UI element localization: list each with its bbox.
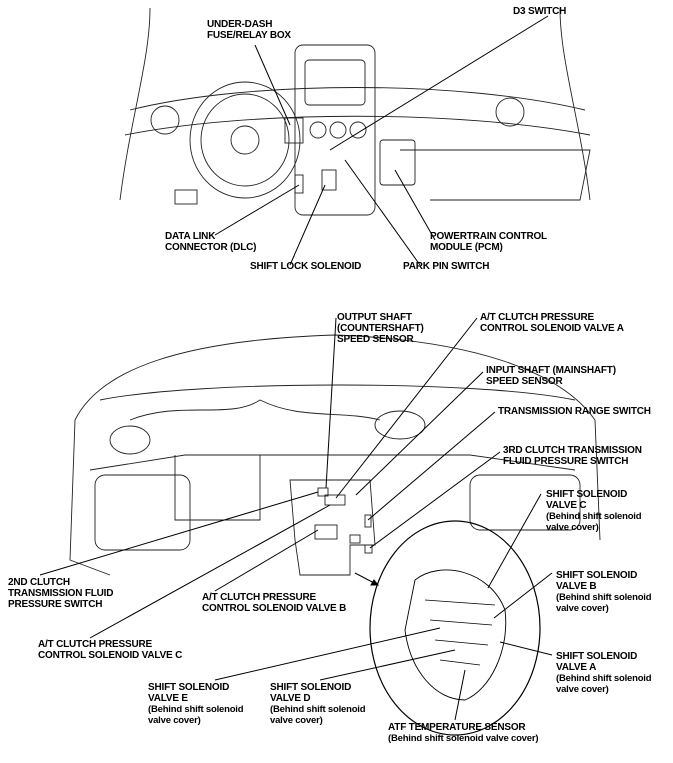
label-line: SHIFT SOLENOID [546,489,628,500]
label-park-pin-switch: PARK PIN SWITCH [403,261,489,272]
label-line: OUTPUT SHAFT [337,312,412,323]
label-line: ATF TEMPERATURE SENSOR [388,722,526,733]
label-line: 3RD CLUTCH TRANSMISSION [503,445,642,456]
label-shift-solenoid-c: SHIFT SOLENOID VALVE C (Behind shift sol… [546,489,642,533]
label-line: PRESSURE SWITCH [8,599,103,610]
label-shift-solenoid-a: SHIFT SOLENOID VALVE A (Behind shift sol… [556,651,652,695]
label-shift-solenoid-d: SHIFT SOLENOID VALVE D (Behind shift sol… [270,682,366,726]
label-line: UNDER-DASH [207,19,273,30]
label-note: (Behind shift solenoid [556,673,652,684]
label-line: (COUNTERSHAFT) [337,323,424,334]
label-line: A/T CLUTCH PRESSURE [480,312,594,323]
detail-inset [354,520,541,736]
dashboard-leader-lines [214,15,549,266]
label-line: PARK PIN SWITCH [403,261,490,272]
label-line: VALVE C [546,500,587,511]
label-line: A/T CLUTCH PRESSURE [202,592,316,603]
label-2nd-clutch-pressure-switch: 2ND CLUTCH TRANSMISSION FLUID PRESSURE S… [8,577,113,610]
label-note: valve cover) [148,715,201,726]
label-line: FUSE/RELAY BOX [207,30,291,41]
label-line: POWERTRAIN CONTROL [430,231,547,242]
label-line: VALVE E [148,693,188,704]
label-note: valve cover) [546,522,599,533]
label-line: SPEED SENSOR [337,334,414,345]
label-note: (Behind shift solenoid valve cover) [388,733,539,744]
label-pcm: POWERTRAIN CONTROL MODULE (PCM) [430,231,547,253]
label-note: (Behind shift solenoid [546,511,642,522]
label-line: MODULE (PCM) [430,242,503,253]
label-line: DATA LINK [165,231,216,242]
label-line: SHIFT SOLENOID [556,570,638,581]
label-line: CONTROL SOLENOID VALVE C [38,650,183,661]
label-line: CONTROL SOLENOID VALVE A [480,323,624,334]
label-pressure-control-valve-b: A/T CLUTCH PRESSURE CONTROL SOLENOID VAL… [202,592,346,614]
label-note: (Behind shift solenoid [148,704,244,715]
label-data-link-connector: DATA LINK CONNECTOR (DLC) [165,231,256,253]
label-shift-lock-solenoid: SHIFT LOCK SOLENOID [250,261,361,272]
label-note: valve cover) [556,684,609,695]
label-line: SHIFT SOLENOID [270,682,352,693]
label-output-shaft-speed-sensor: OUTPUT SHAFT (COUNTERSHAFT) SPEED SENSOR [337,312,424,345]
label-line: TRANSMISSION RANGE SWITCH [498,406,651,417]
label-line: 2ND CLUTCH [8,577,70,588]
label-line: SHIFT SOLENOID [148,682,230,693]
label-atf-temperature-sensor: ATF TEMPERATURE SENSOR (Behind shift sol… [388,722,539,744]
label-input-shaft-speed-sensor: INPUT SHAFT (MAINSHAFT) SPEED SENSOR [486,365,616,387]
label-note: valve cover) [270,715,323,726]
label-line: SHIFT LOCK SOLENOID [250,261,362,272]
label-shift-solenoid-e: SHIFT SOLENOID VALVE E (Behind shift sol… [148,682,244,726]
label-3rd-clutch-pressure-switch: 3RD CLUTCH TRANSMISSION FLUID PRESSURE S… [503,445,642,467]
label-line: VALVE B [556,581,597,592]
label-note: (Behind shift solenoid [270,704,366,715]
label-line: VALVE D [270,693,311,704]
engine-leader-lines [39,317,553,721]
label-under-dash-fuse-relay-box: UNDER-DASH FUSE/RELAY BOX [207,19,291,41]
label-line: CONTROL SOLENOID VALVE B [202,603,347,614]
label-line: SPEED SENSOR [486,376,563,387]
label-line: D3 SWITCH [513,6,567,17]
label-d3-switch: D3 SWITCH [513,6,566,17]
label-pressure-control-valve-c: A/T CLUTCH PRESSURE CONTROL SOLENOID VAL… [38,639,182,661]
label-line: VALVE A [556,662,597,673]
label-transmission-range-switch: TRANSMISSION RANGE SWITCH [498,406,651,417]
label-line: CONNECTOR (DLC) [165,242,257,253]
label-line: TRANSMISSION FLUID [8,588,114,599]
label-line: FLUID PRESSURE SWITCH [503,456,629,467]
label-line: A/T CLUTCH PRESSURE [38,639,152,650]
label-line: SHIFT SOLENOID [556,651,638,662]
dashboard-illustration [119,7,591,216]
label-line: INPUT SHAFT (MAINSHAFT) [486,365,616,376]
label-note: (Behind shift solenoid [556,592,652,603]
label-note: valve cover) [556,603,609,614]
label-pressure-control-valve-a: A/T CLUTCH PRESSURE CONTROL SOLENOID VAL… [480,312,624,334]
label-shift-solenoid-b: SHIFT SOLENOID VALVE B (Behind shift sol… [556,570,652,614]
